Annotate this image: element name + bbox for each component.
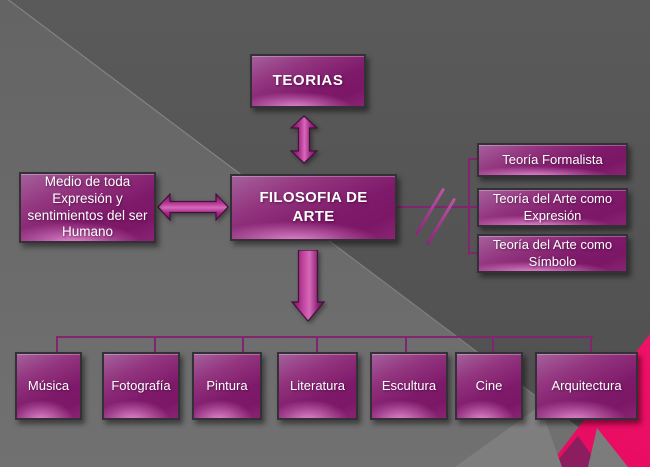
connector-drop-literatura xyxy=(316,336,318,353)
connector-drop-cine xyxy=(492,336,494,353)
horizontal-double-arrow-icon xyxy=(157,193,229,221)
connector-drop-fotografia xyxy=(154,336,156,353)
connector-drop-arquitectura xyxy=(590,336,592,353)
top-box-teorias: TEORIAS xyxy=(250,54,366,108)
connector-drop-musica xyxy=(56,336,58,353)
bottom-box-cine: Cine xyxy=(455,352,523,420)
center-box-label: FILOSOFIA DE ARTE xyxy=(259,188,368,225)
bottom-box-literatura: Literatura xyxy=(277,352,358,420)
down-arrow-icon xyxy=(291,250,325,322)
right-box-teoria-formalista: Teoría Formalista xyxy=(477,143,628,177)
bottom-box-escultura: Escultura xyxy=(370,352,448,420)
right-box-teoria-expresion: Teoría del Arte como Expresión xyxy=(477,188,628,227)
right-box-label: Teoría del Arte como Expresión xyxy=(492,191,613,223)
bottom-box-label: Literatura xyxy=(290,377,345,393)
bottom-box-label: Escultura xyxy=(381,377,437,393)
right-box-teoria-simbolo: Teoría del Arte como Símbolo xyxy=(477,234,628,273)
connector-bottom-rail xyxy=(57,336,593,338)
top-box-label: TEORIAS xyxy=(272,71,344,89)
connector-drop-escultura xyxy=(405,336,407,353)
bottom-box-fotografia: Fotografía xyxy=(102,352,180,420)
left-box-label: Medio de toda Expresión y sentimientos d… xyxy=(27,173,148,240)
bottom-box-label: Cine xyxy=(475,377,503,393)
center-box-filosofia-de-arte: FILOSOFIA DE ARTE xyxy=(230,174,397,241)
bottom-box-arquitectura: Arquitectura xyxy=(535,352,638,420)
bottom-box-pintura: Pintura xyxy=(192,352,262,420)
connector-stub-theory-2 xyxy=(468,206,478,208)
right-box-label: Teoría Formalista xyxy=(502,151,603,167)
connector-stub-theory-1 xyxy=(468,158,478,160)
bottom-box-label: Música xyxy=(27,377,70,393)
connector-drop-pintura xyxy=(242,336,244,353)
connector-stub-theory-3 xyxy=(468,252,478,254)
bottom-box-label: Pintura xyxy=(206,377,248,393)
bottom-box-label: Fotografía xyxy=(111,377,171,393)
vertical-double-arrow-icon xyxy=(290,115,318,164)
bottom-box-label: Arquitectura xyxy=(551,377,622,393)
bottom-box-musica: Música xyxy=(15,352,82,420)
left-box-medio-de-expresion: Medio de toda Expresión y sentimientos d… xyxy=(19,172,156,243)
right-box-label: Teoría del Arte como Símbolo xyxy=(492,237,613,269)
